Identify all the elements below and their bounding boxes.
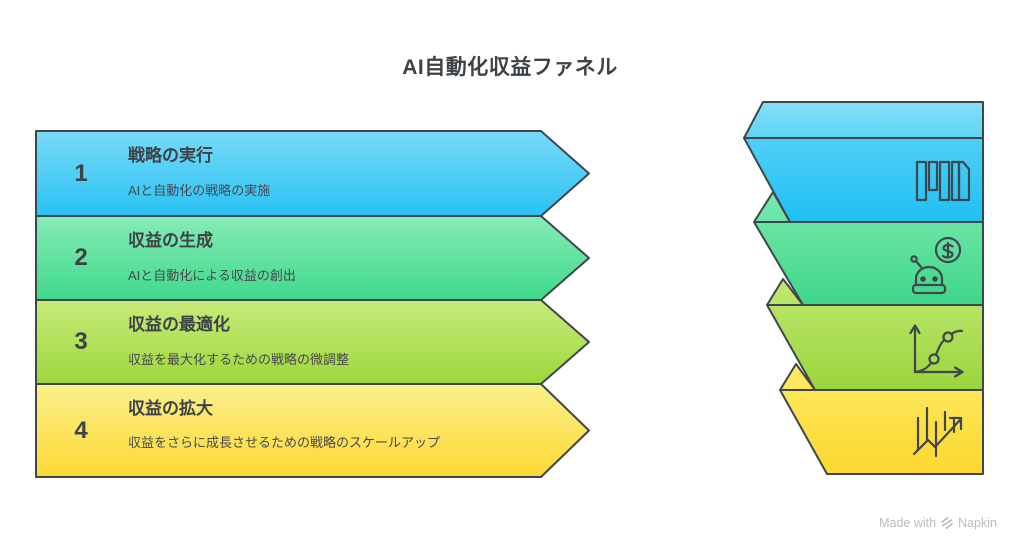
growth-curve-icon	[909, 324, 964, 378]
watermark-brand: Napkin	[958, 516, 997, 530]
watermark: Made with Napkin	[879, 516, 997, 530]
books-icon	[915, 160, 971, 202]
step-description: AIと自動化による収益の創出	[128, 268, 296, 283]
step-title: 収益の最適化	[128, 315, 230, 334]
step-number: 2	[74, 244, 88, 271]
robot-dollar-icon	[910, 236, 962, 295]
step-title: 収益の拡大	[128, 399, 213, 418]
step-description: AIと自動化の戦略の実施	[128, 183, 271, 198]
step-description: 収益を最大化するための戦略の微調整	[128, 352, 350, 367]
step-arrow-2	[35, 215, 590, 301]
step-arrow-4	[35, 383, 590, 478]
page-title: AI自動化収益ファネル	[402, 56, 618, 79]
step-arrow-3	[35, 299, 590, 385]
step-number: 1	[74, 159, 88, 187]
stock-chart-icon	[912, 406, 963, 458]
step-number: 4	[74, 416, 88, 444]
step-description: 収益をさらに成長させるための戦略のスケールアップ	[128, 435, 441, 450]
step-title: 戦略の実行	[128, 146, 213, 165]
step-arrow-1	[35, 130, 590, 217]
funnel-top-band	[743, 101, 984, 139]
watermark-prefix: Made with	[879, 516, 937, 530]
step-title: 収益の生成	[128, 231, 213, 250]
step-number: 3	[74, 328, 88, 355]
napkin-logo-icon	[941, 516, 953, 530]
